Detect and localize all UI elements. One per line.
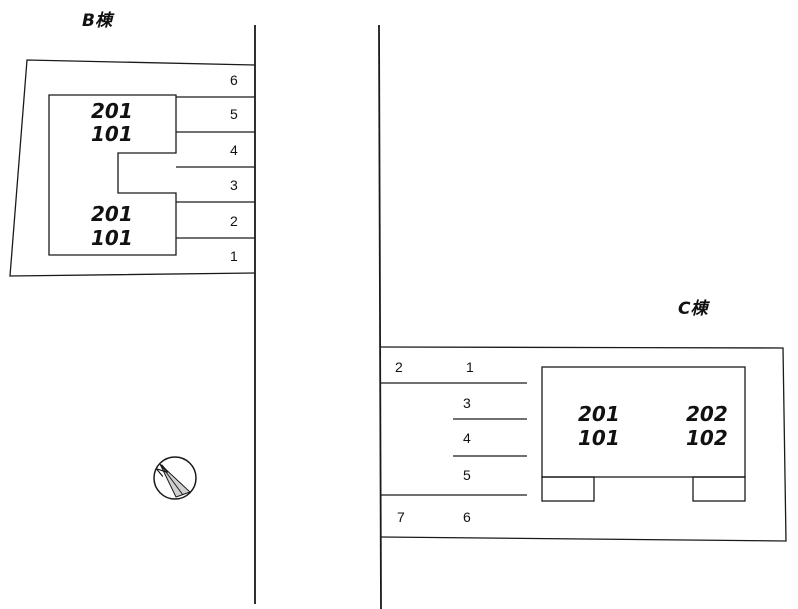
building-b-label: B棟	[82, 11, 115, 31]
building-c-right-unit-top: 202	[686, 402, 728, 426]
building-c-parking-number: 6	[463, 509, 471, 525]
building-c-label: C棟	[678, 299, 710, 319]
building-c-annex-left	[541, 476, 595, 502]
building-c-parking-number: 1	[466, 359, 474, 375]
building-b-upper-unit-bottom: 101	[91, 122, 133, 146]
building-b-parking-number: 2	[230, 213, 238, 229]
building-b-footprint	[48, 94, 177, 256]
building-b-parking-number: 1	[230, 248, 238, 264]
building-b-parking-number: 5	[230, 106, 238, 122]
building-b-lot	[9, 59, 256, 277]
building-c-parking-number: 3	[463, 395, 471, 411]
building-c-annex-right	[692, 476, 746, 502]
building-b-parking-number: 4	[230, 142, 238, 158]
building-c-parking-number: 2	[395, 359, 403, 375]
building-b-lower-unit-bottom: 101	[91, 226, 133, 250]
building-c-right-unit-bottom: 102	[686, 426, 728, 450]
north-arrow-icon: N	[153, 456, 197, 500]
building-b-parking-number: 3	[230, 177, 238, 193]
building-c-left-unit-top: 201	[578, 402, 620, 426]
building-b-upper-unit-top: 201	[91, 99, 133, 123]
building-c-footprint	[541, 366, 746, 478]
building-c-left-unit-bottom: 101	[578, 426, 620, 450]
building-c-parking-number: 4	[463, 430, 471, 446]
building-c-parking-number: 5	[463, 467, 471, 483]
road-right-line	[378, 24, 382, 609]
building-b-parking-number: 6	[230, 72, 238, 88]
building-c-lot	[380, 346, 787, 542]
building-c-parking-number: 7	[397, 509, 405, 525]
building-b-lower-unit-top: 201	[91, 202, 133, 226]
